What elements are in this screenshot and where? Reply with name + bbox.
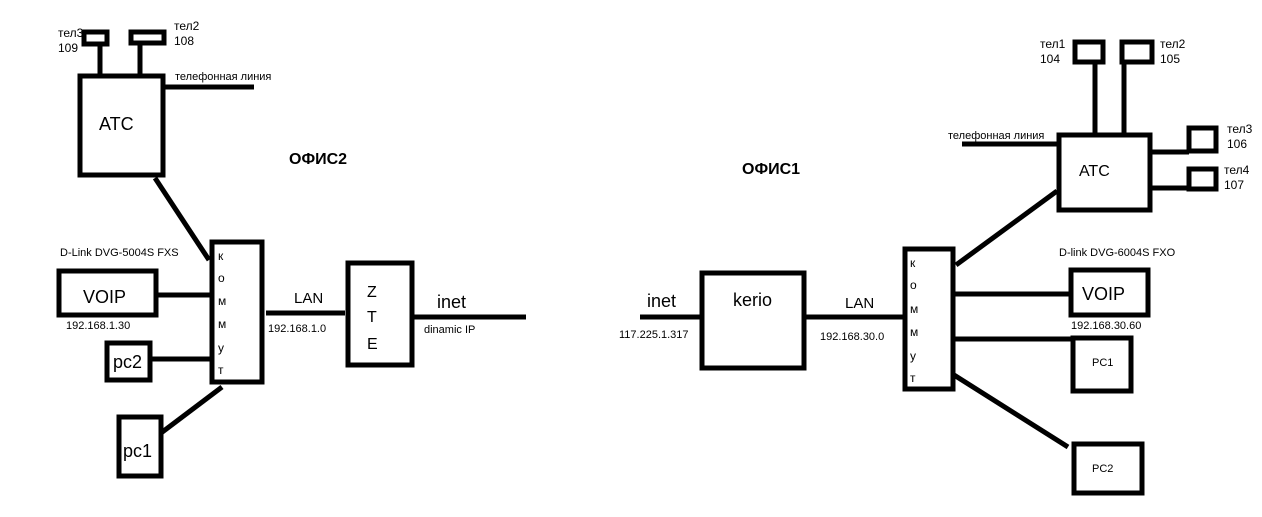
office1-title: ОФИС1 [742,161,800,178]
office2-lan-label: LAN [294,290,323,307]
office2-voip-ip: 192.168.1.30 [66,320,130,332]
office1-atc-label: АТС [1079,163,1110,180]
office2-atc-switch-link [152,176,212,262]
office1-pc1 [1070,335,1134,394]
office2-voip-model: D-Link DVG-5004S FXS [60,247,179,259]
office2-phone2 [128,29,167,46]
office1-phone1-ext: 104 [1040,52,1060,66]
office2-atc-label: АТС [99,114,134,134]
office2-phone3-name: тел3 [58,26,84,40]
office2-phone-line-label: телефонная линия [175,71,271,83]
office2-voip-label: VOIP [83,287,126,307]
office1-phone1-name: тел1 [1040,37,1066,51]
office2-pc1 [116,414,164,479]
office2-atc [77,73,166,178]
office1-phone2-name: тел2 [1160,37,1186,51]
office1-kerio-label: kerio [733,290,772,310]
office2-switch-letter: м [218,294,226,308]
office1-phone3-ext: 106 [1227,137,1247,151]
office1-phone4-name: тел4 [1224,163,1250,177]
office2-switch-letter: у [218,341,224,355]
office2-phone2-name: тел2 [174,19,200,33]
office2-lan-ip: 192.168.1.0 [268,323,326,335]
office1-phone3-name: тел3 [1227,122,1253,136]
office1-phone4 [1186,166,1219,192]
office1-lan-ip: 192.168.30.0 [820,331,884,343]
office2-phone2-ext: 108 [174,34,194,48]
office2: ОФИС2 тел3 109 тел2 108 АТС телефонная л… [56,19,526,479]
office1-switch [902,246,956,392]
office1-switch-letter: к [910,256,916,270]
office1-phone-line-label: телефонная линия [948,130,1044,142]
office2-switch [209,239,265,385]
office2-switch-letter: т [218,363,224,377]
office2-switch-letter: о [218,271,225,285]
office1-switch-letter: т [910,371,916,385]
office1-switch-letter: у [910,349,916,363]
office1-voip-label: VOIP [1082,284,1125,304]
office1-voip-ip: 192.168.30.60 [1071,320,1141,332]
office2-pc1-label: pc1 [123,441,152,461]
office1-phone4-ext: 107 [1224,178,1244,192]
office2-pc2-label: pc2 [113,352,142,372]
office1-kerio-router [699,270,807,371]
office2-phone3 [81,29,110,47]
office1-pc2-link [952,372,1070,450]
office2-title: ОФИС2 [289,151,347,168]
office1-phone3 [1186,125,1219,154]
office1-pc2-label: PC2 [1092,463,1113,475]
office2-router-letter: E [367,336,378,353]
office1-phone1 [1072,39,1106,65]
office1-phone2 [1119,39,1155,65]
office1-atc [1056,132,1153,213]
office1: ОФИС1 inet 117.225.1.317 kerio LAN 192.1… [619,37,1253,496]
office1-switch-letter: м [910,325,918,339]
office1-switch-letter: о [910,278,917,292]
office2-pc1-link [159,385,224,435]
office2-router-letter: Z [367,284,377,301]
office2-zte-router [345,260,415,368]
office1-inet-label: inet [647,291,676,311]
office2-inet-note: dinamic IP [424,324,475,336]
office1-phone2-ext: 105 [1160,52,1180,66]
office2-switch-letter: к [218,249,224,263]
office2-inet-label: inet [437,292,466,312]
office1-pc1-label: PC1 [1092,357,1113,369]
office1-atc-switch-link [954,188,1059,268]
office1-switch-letter: м [910,302,918,316]
office1-lan-label: LAN [845,295,874,312]
office2-switch-letter: м [218,317,226,331]
office1-voip-model: D-link DVG-6004S FXO [1059,247,1176,259]
office2-phone3-ext: 109 [58,41,78,55]
office2-router-letter: T [367,309,377,326]
office1-inet-ip: 117.225.1.317 [619,329,689,341]
office1-pc2 [1071,441,1145,496]
